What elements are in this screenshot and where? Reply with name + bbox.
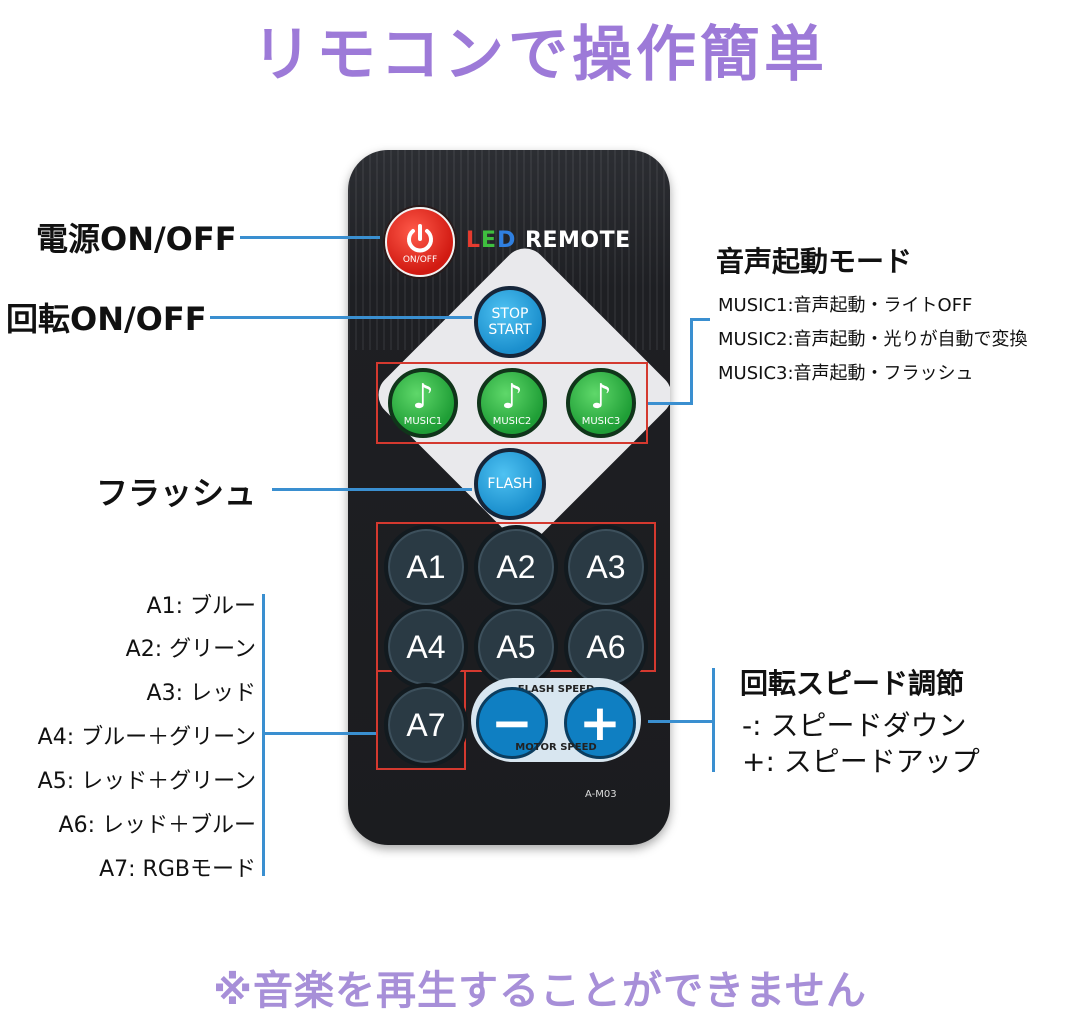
speed-minus-desc: -: スピードダウン: [742, 709, 967, 742]
color-item-a1: A1: ブルー: [146, 594, 256, 619]
power-icon: [407, 224, 433, 253]
callout-line: [272, 488, 472, 491]
speed-plus-desc: +: スピードアップ: [742, 745, 980, 778]
brand-label: LED REMOTE: [466, 228, 631, 253]
callout-rotation: 回転ON/OFF: [6, 300, 207, 338]
music-note-icon: ♪: [501, 376, 523, 417]
a2-button[interactable]: A2: [474, 525, 558, 609]
remote-control: ON/OFF LED REMOTE STOP START ♪ MUSIC1 ♪ …: [348, 150, 670, 845]
a3-button[interactable]: A3: [564, 525, 648, 609]
callout-power: 電源ON/OFF: [36, 220, 237, 258]
color-item-a5: A5: レッド＋グリーン: [37, 769, 256, 794]
music1-label: MUSIC1: [403, 415, 443, 427]
sound-mode-1: MUSIC1:音声起動・ライトOFF: [718, 295, 973, 316]
speed-up-button[interactable]: +: [564, 687, 636, 759]
callout-line: [648, 720, 714, 723]
stop-start-button[interactable]: STOP START: [474, 286, 546, 358]
sound-mode-3: MUSIC3:音声起動・フラッシュ: [718, 363, 974, 384]
music-note-icon: ♪: [590, 376, 612, 417]
callout-line: [648, 402, 693, 405]
flash-label: FLASH: [487, 476, 533, 492]
color-item-a2: A2: グリーン: [125, 637, 256, 662]
callout-line: [240, 236, 380, 239]
model-number: A-M03: [585, 789, 617, 800]
page-title: リモコンで操作簡単: [252, 20, 828, 90]
sound-mode-2: MUSIC2:音声起動・光りが自動で変換: [718, 329, 1028, 350]
sound-bracket-top: [690, 318, 710, 321]
stop-label: STOP: [491, 306, 529, 322]
music2-label: MUSIC2: [492, 415, 532, 427]
color-item-a4: A4: ブルー＋グリーン: [37, 725, 256, 750]
a1-button[interactable]: A1: [384, 525, 468, 609]
motor-speed-label: MOTOR SPEED: [515, 742, 597, 753]
music3-label: MUSIC3: [581, 415, 621, 427]
callout-line: [262, 732, 376, 735]
color-item-a3: A3: レッド: [146, 681, 256, 706]
brand-remote: REMOTE: [525, 228, 631, 253]
flash-speed-label: FLASH SPEED: [517, 684, 595, 695]
a7-button[interactable]: A7: [384, 683, 468, 767]
callout-line: [210, 316, 472, 319]
music2-button[interactable]: ♪ MUSIC2: [477, 368, 547, 438]
flash-button[interactable]: FLASH: [474, 448, 546, 520]
color-item-a7: A7: RGBモード: [99, 857, 256, 882]
a4-button[interactable]: A4: [384, 605, 468, 689]
power-button-label: ON/OFF: [402, 255, 438, 265]
start-label: START: [488, 322, 532, 338]
music1-button[interactable]: ♪ MUSIC1: [388, 368, 458, 438]
a6-button[interactable]: A6: [564, 605, 648, 689]
power-button[interactable]: ON/OFF: [385, 207, 455, 277]
a5-button[interactable]: A5: [474, 605, 558, 689]
color-item-a6: A6: レッド＋ブルー: [58, 813, 256, 838]
brand-led: LED: [466, 228, 517, 253]
color-bracket: [262, 594, 265, 876]
music-highlight-box: [376, 362, 648, 444]
music3-button[interactable]: ♪ MUSIC3: [566, 368, 636, 438]
sound-mode-title: 音声起動モード: [716, 245, 913, 278]
speed-title: 回転スピード調節: [740, 667, 965, 700]
sound-bracket: [690, 318, 693, 404]
footer-note: ※音楽を再生することができません: [213, 968, 867, 1014]
music-note-icon: ♪: [412, 376, 434, 417]
callout-flash: フラッシュ: [96, 474, 257, 512]
speed-down-button[interactable]: −: [476, 687, 548, 759]
